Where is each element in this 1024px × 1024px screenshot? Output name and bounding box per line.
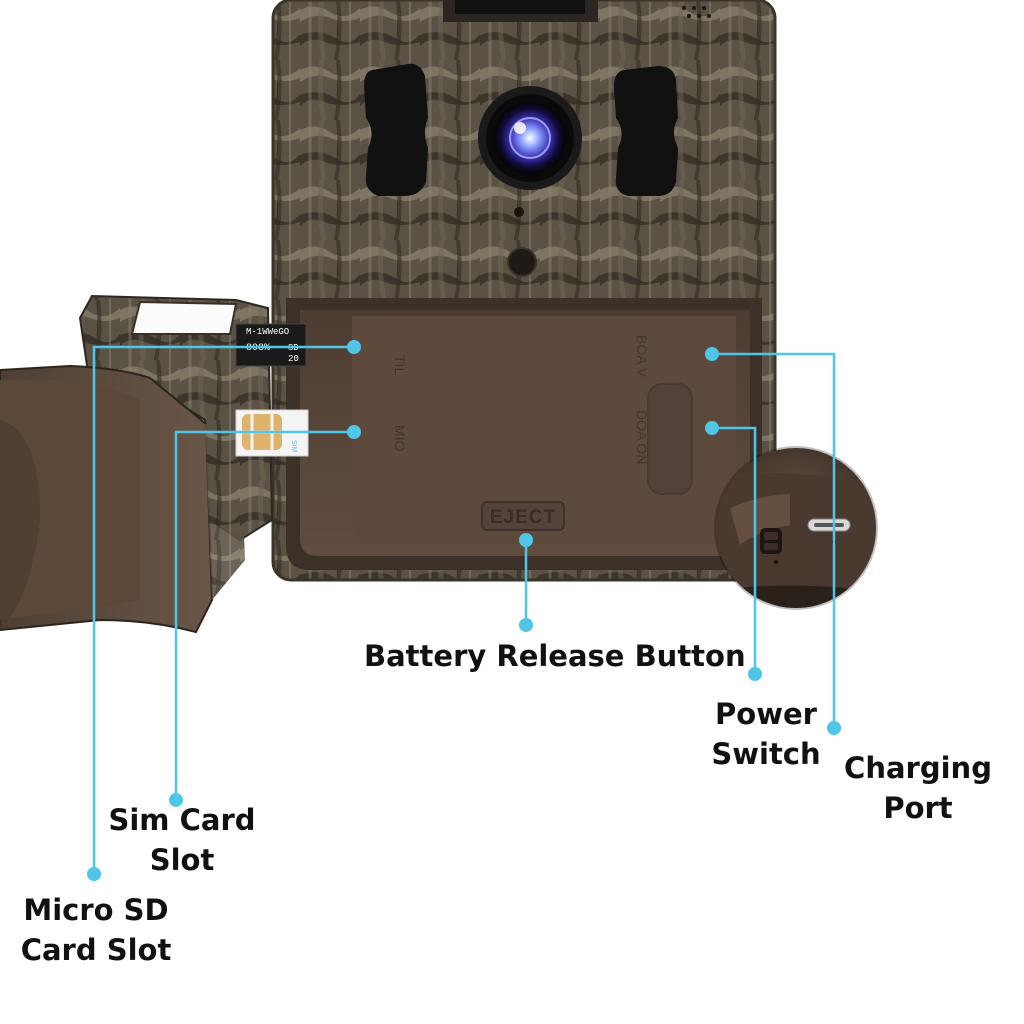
label-line: Power — [715, 697, 817, 731]
label-line: Sim Card — [108, 803, 256, 837]
callout-leader-lines — [92, 345, 836, 874]
svg-text:M-1WWeGO: M-1WWeGO — [246, 327, 289, 337]
leader-line-micro-sd — [92, 345, 354, 874]
label-micro-sd-card-slot: Micro SD Card Slot — [14, 890, 178, 970]
power-switch[interactable] — [760, 528, 782, 554]
left-ir-window — [364, 63, 428, 196]
label-battery-release-button: Battery Release Button — [364, 636, 746, 676]
label-power-switch: Power Switch — [696, 694, 836, 774]
usb-charging-port[interactable] — [807, 518, 851, 532]
right-ir-window — [614, 66, 678, 196]
emboss-text: TIL — [392, 355, 408, 375]
svg-text:SIM: SIM — [290, 440, 297, 453]
battery-door — [352, 316, 736, 544]
label-line: Switch — [711, 737, 821, 771]
callout-dots — [87, 340, 841, 881]
open-side-door — [0, 294, 274, 634]
label-line: Slot — [149, 843, 215, 877]
emboss-text: BOA V — [634, 335, 650, 378]
battery-compartment: EJECT TIL MIO BOA V DOA ON — [286, 298, 762, 570]
micro-sd-card: M-1WWeGO 808% SD 20 — [235, 323, 307, 367]
label-line: Card Slot — [20, 933, 172, 967]
emboss-text: MIO — [392, 425, 408, 452]
light-sensor — [507, 247, 537, 277]
eject-button[interactable]: EJECT — [481, 501, 565, 531]
label-line: Charging — [844, 751, 992, 785]
label-line: Port — [883, 791, 953, 825]
label-line: Micro SD — [23, 893, 169, 927]
svg-text:808%: 808% — [246, 343, 270, 354]
side-panel-closeup — [714, 446, 878, 610]
leader-line-charging-port — [712, 352, 836, 728]
svg-text:20: 20 — [288, 354, 299, 364]
label-sim-card-slot: Sim Card Slot — [104, 800, 260, 880]
label-charging-port: Charging Port — [840, 748, 996, 828]
emboss-text: DOA ON — [634, 410, 650, 464]
microphone-holes — [682, 6, 711, 18]
svg-text:EJECT: EJECT — [490, 507, 556, 528]
leader-line-sim-card — [174, 430, 354, 800]
leader-line-power-switch — [712, 426, 757, 674]
label-line: Battery Release Button — [364, 639, 746, 673]
led-indicator — [514, 207, 524, 217]
camera-lens — [494, 102, 566, 174]
